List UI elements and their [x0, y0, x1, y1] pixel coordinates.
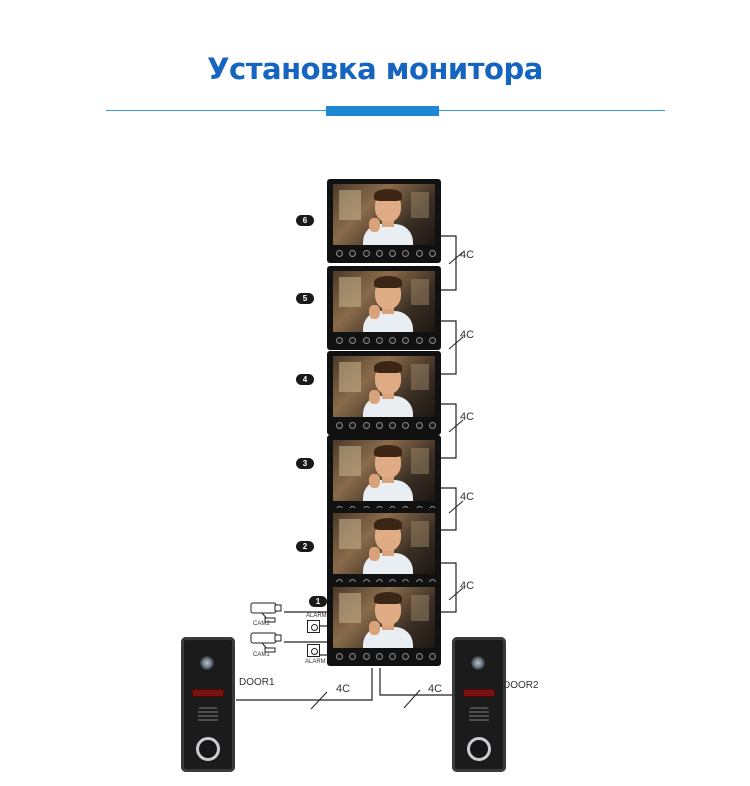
wire-slashes	[310, 251, 464, 710]
wire-door1	[236, 668, 373, 701]
wire-label-3-2: 4C	[460, 491, 475, 503]
door-speaker-icon	[198, 707, 218, 723]
alarm-sensor-icon	[307, 620, 320, 633]
wire-label-2-1: 4C	[460, 580, 475, 592]
monitor-3	[327, 435, 441, 519]
title-underline-accent	[326, 106, 439, 116]
door-speaker-icon	[469, 707, 489, 723]
door-camera-icon	[471, 656, 485, 670]
wire-label-door1: 4C	[336, 683, 351, 695]
call-button-icon	[467, 737, 491, 761]
wire-label-6-5: 4C	[460, 249, 475, 261]
monitor-5	[327, 266, 441, 350]
monitor-screen	[333, 184, 435, 245]
door-station-2	[452, 637, 506, 772]
door-ir-led	[464, 690, 494, 696]
monitor-6	[327, 179, 441, 263]
wire-label-5-4: 4C	[460, 329, 475, 341]
monitor-screen	[333, 513, 435, 574]
monitor-buttons	[336, 653, 436, 661]
wire-6-5	[441, 235, 457, 291]
wire-3-2	[441, 487, 457, 531]
door-station-1	[181, 637, 235, 772]
door-camera-icon	[200, 656, 214, 670]
monitor-number-6: 6	[296, 215, 314, 226]
monitor-4	[327, 351, 441, 435]
monitor-buttons	[336, 337, 436, 345]
door1-label: DOOR1	[239, 677, 275, 688]
cctv-camera-icons	[250, 602, 282, 653]
monitor-buttons	[336, 250, 436, 258]
alarm2-label: ALARM	[306, 613, 327, 619]
monitor-screen	[333, 271, 435, 332]
wire-door2	[379, 668, 452, 696]
call-button-icon	[196, 737, 220, 761]
monitor-2	[327, 508, 441, 592]
monitor-screen	[333, 356, 435, 417]
monitor-screen	[333, 440, 435, 501]
monitor-number-3: 3	[296, 458, 314, 469]
wire-4-3	[441, 403, 457, 459]
wire-2-1	[441, 562, 457, 613]
wire-5-4	[441, 320, 457, 375]
monitor-number-1: 1	[309, 596, 327, 607]
wire-label-door2: 4C	[428, 683, 443, 695]
monitor-buttons	[336, 422, 436, 430]
page-title: Установка монитора	[207, 52, 543, 86]
monitor-number-5: 5	[296, 293, 314, 304]
alarm1-label: ALARM	[305, 659, 326, 665]
monitor-screen	[333, 587, 435, 648]
wire-label-4-3: 4C	[460, 411, 475, 423]
cam2-label: CAM2	[253, 621, 270, 627]
monitor-number-4: 4	[296, 374, 314, 385]
alarm-sensor-icon	[307, 644, 320, 657]
door-ir-led	[193, 690, 223, 696]
cam1-label: CAM1	[253, 652, 270, 658]
door2-label: DOOR2	[503, 680, 539, 691]
monitor-number-2: 2	[296, 541, 314, 552]
monitor-1	[327, 582, 441, 666]
